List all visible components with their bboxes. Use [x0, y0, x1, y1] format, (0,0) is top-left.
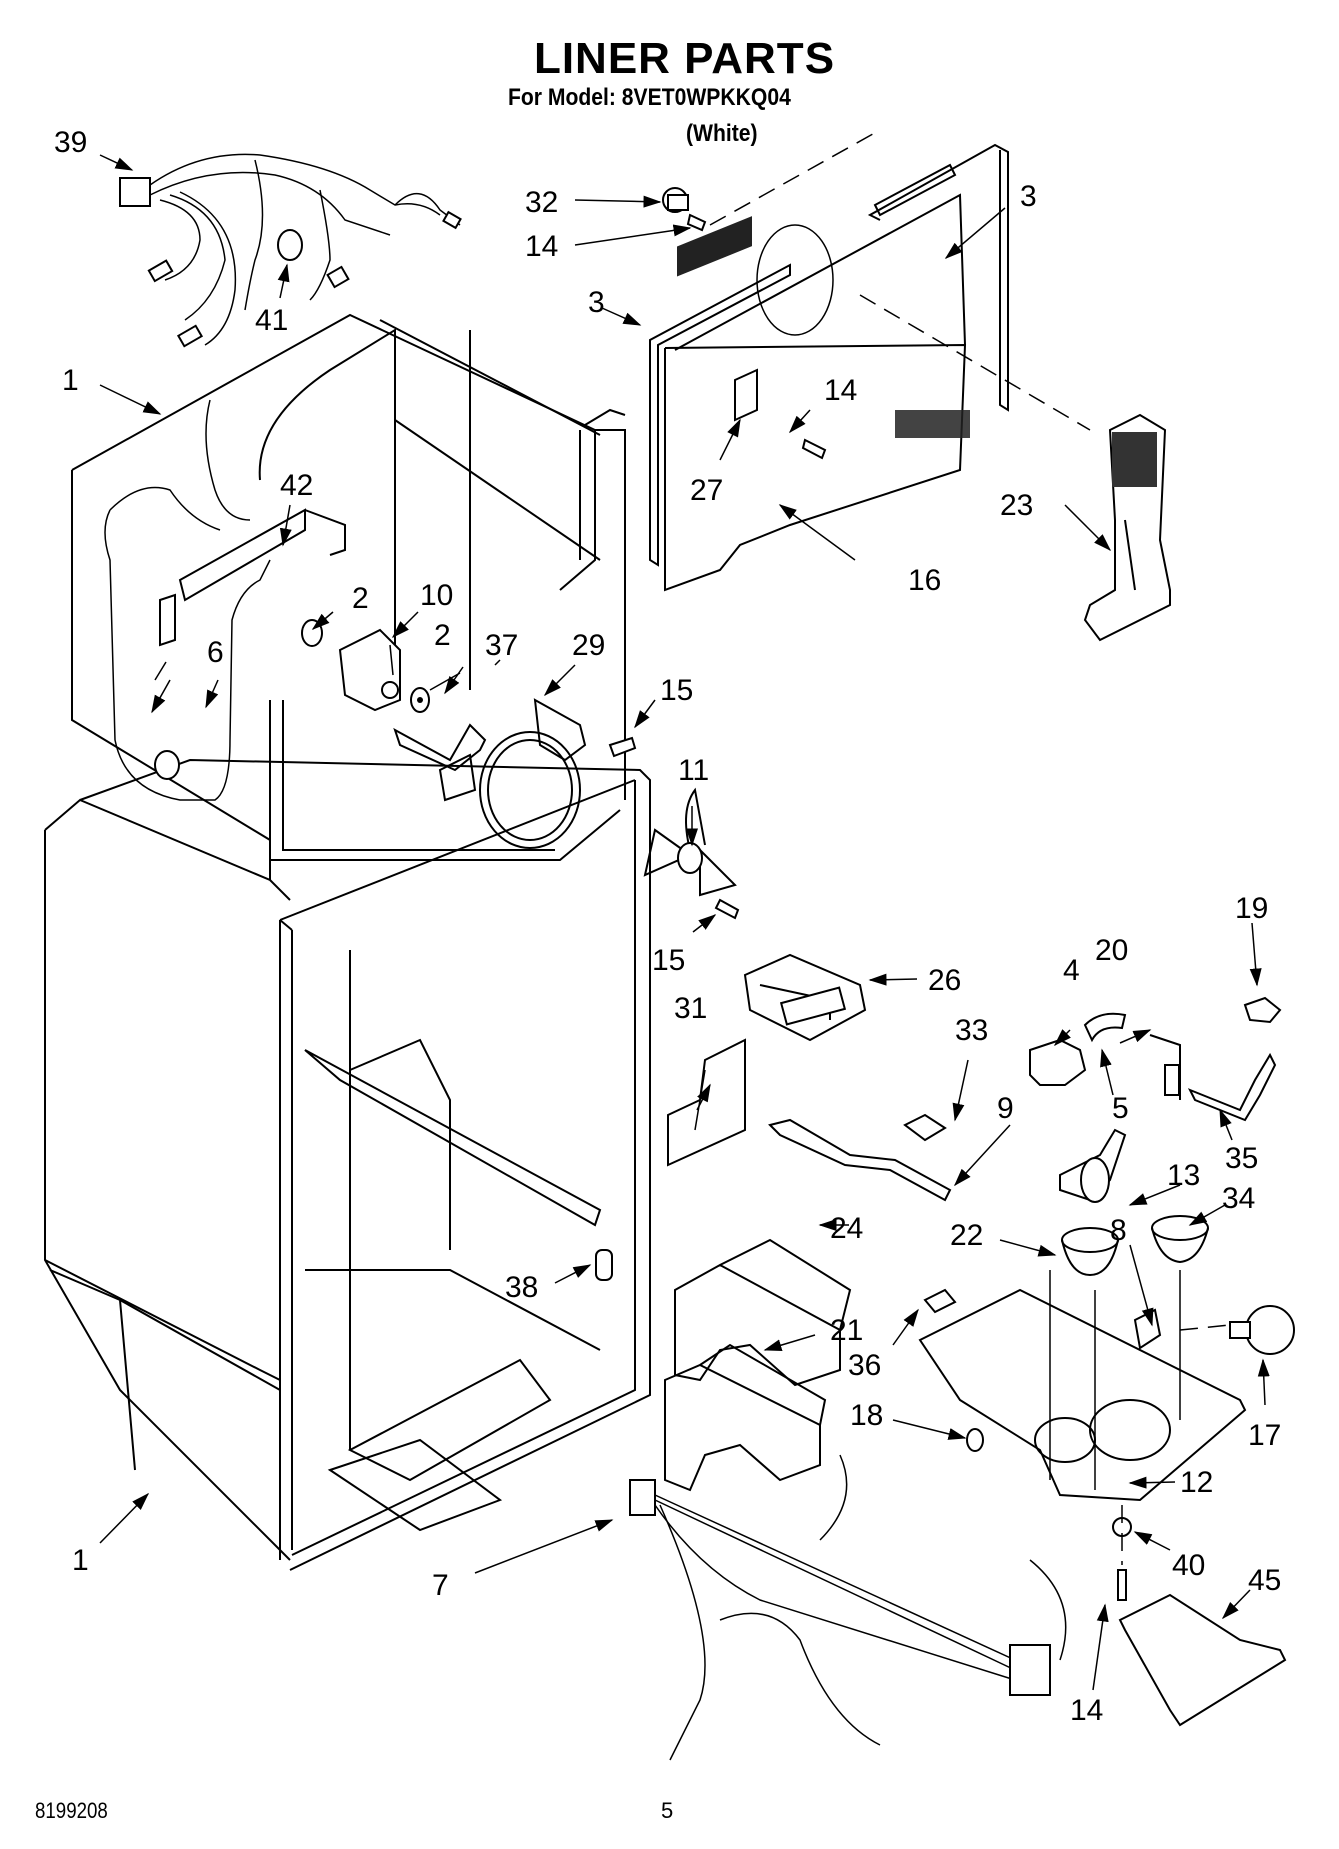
callout-24: 24 — [830, 1212, 863, 1245]
page-number: 5 — [661, 1798, 674, 1823]
switch-19 — [1243, 996, 1282, 1024]
bracket-13 — [1059, 1128, 1127, 1203]
callout-35: 35 — [1225, 1142, 1258, 1175]
page-title: LINER PARTS — [533, 34, 836, 83]
screw-15-b — [714, 898, 740, 920]
bracket-37 — [393, 723, 487, 772]
button-6 — [154, 750, 180, 780]
callout-6: 6 — [207, 636, 224, 669]
callout-8: 8 — [1110, 1214, 1127, 1247]
callout-31: 31 — [674, 992, 707, 1025]
callout-19: 19 — [1235, 892, 1268, 925]
housing-12 — [918, 1270, 1247, 1502]
color-variant: (White) — [686, 120, 758, 147]
callout-40: 40 — [1172, 1549, 1205, 1582]
callout-38: 38 — [505, 1271, 538, 1304]
callout-numbers: 39 41 32 14 3 3 14 27 16 23 1 42 2 10 6 … — [54, 126, 1281, 1727]
callout-22: 22 — [950, 1219, 983, 1252]
callout-18: 18 — [850, 1399, 883, 1432]
trim-3 — [649, 143, 1009, 567]
deflector-24 — [674, 1238, 852, 1387]
bracket-9 — [768, 1118, 952, 1202]
rear-panel-16 — [664, 193, 970, 592]
callout-5: 5 — [1112, 1092, 1129, 1125]
callout-33: 33 — [955, 1014, 988, 1047]
callout-41: 41 — [255, 304, 288, 337]
callout-3: 3 — [1020, 180, 1037, 213]
callout-39: 39 — [54, 126, 87, 159]
bracket-35 — [1187, 1052, 1277, 1122]
cup-34 — [1151, 1215, 1209, 1264]
socket-8 — [1133, 1308, 1162, 1350]
screw-15-a — [608, 736, 637, 758]
bulb-17 — [1229, 1305, 1295, 1355]
deflector-21 — [664, 1343, 827, 1492]
callout-45: 45 — [1248, 1564, 1281, 1597]
tube-5 — [1083, 1012, 1127, 1043]
control-10 — [338, 628, 401, 712]
callout-29: 29 — [572, 629, 605, 662]
wiring-harness-39 — [119, 153, 462, 348]
callout-1: 1 — [72, 1544, 89, 1577]
callout-3: 3 — [588, 286, 605, 319]
bracket-29 — [533, 698, 587, 762]
callout-20: 20 — [1095, 934, 1128, 967]
callout-14: 14 — [824, 374, 857, 407]
callout-17: 17 — [1248, 1419, 1281, 1452]
switch-20 — [1149, 1034, 1181, 1100]
fresh-food-liner — [44, 758, 651, 1571]
callout-1: 1 — [62, 364, 79, 397]
screw-14-top — [686, 213, 707, 232]
freezer-liner — [71, 313, 626, 880]
evaporator-cover — [104, 399, 271, 801]
callout-7: 7 — [432, 1569, 449, 1602]
callout-16: 16 — [908, 564, 941, 597]
light-shield-31 — [667, 1038, 746, 1167]
control-4 — [1029, 1038, 1087, 1086]
callout-14: 14 — [525, 230, 558, 263]
callout-2: 2 — [434, 619, 451, 652]
fuse-18 — [966, 1428, 984, 1452]
label-36 — [923, 1288, 957, 1314]
callout-13: 13 — [1167, 1159, 1200, 1192]
callout-26: 26 — [928, 964, 961, 997]
grommet-2b — [410, 687, 430, 713]
housing-26 — [743, 953, 867, 1042]
callout-27: 27 — [690, 474, 723, 507]
bracket-42 — [159, 508, 346, 647]
cup-22 — [1061, 1227, 1119, 1277]
clip-33 — [903, 1113, 947, 1142]
callout-4: 4 — [1063, 954, 1080, 987]
callout-leaders — [99, 154, 1270, 1691]
callout-2: 2 — [352, 582, 369, 615]
callout-32: 32 — [525, 186, 558, 219]
callout-10: 10 — [420, 579, 453, 612]
callout-12: 12 — [1180, 1466, 1213, 1499]
callout-34: 34 — [1222, 1182, 1255, 1215]
document-number: 8199208 — [35, 1798, 108, 1823]
thermistor-41 — [277, 229, 303, 261]
screw-14-mid — [801, 438, 827, 460]
fan-blade-11 — [643, 787, 737, 897]
air-duct-23 — [1083, 413, 1171, 642]
model-number: For Model: 8VET0WPKKQ04 — [508, 84, 791, 111]
wiring-harness-7 — [629, 1454, 1067, 1761]
callout-15: 15 — [652, 944, 685, 977]
dashed-guides-top — [709, 129, 1091, 431]
callout-21: 21 — [830, 1314, 863, 1347]
callout-14: 14 — [1070, 1694, 1103, 1727]
callout-36: 36 — [848, 1349, 881, 1382]
callout-37: 37 — [485, 629, 518, 662]
screw-14-bottom — [1117, 1505, 1127, 1601]
fan-shroud — [438, 731, 581, 849]
cap-32 — [662, 187, 689, 213]
cover-45 — [1118, 1593, 1287, 1727]
callout-9: 9 — [997, 1092, 1014, 1125]
callout-42: 42 — [280, 469, 313, 502]
callout-11: 11 — [678, 754, 709, 787]
cap-38 — [595, 1249, 613, 1281]
callout-15: 15 — [660, 674, 693, 707]
callout-23: 23 — [1000, 489, 1033, 522]
